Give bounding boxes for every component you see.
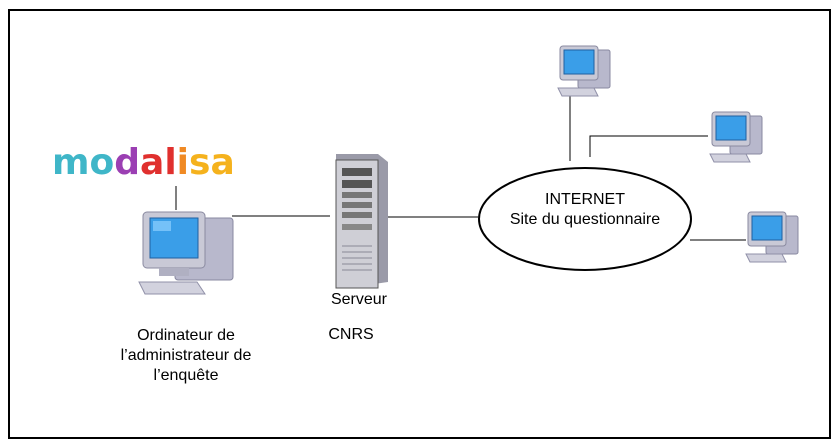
diagram-border	[8, 9, 831, 439]
logo-letter: l	[164, 142, 177, 183]
internet-ellipse	[478, 167, 692, 271]
server-cnrs-label: CNRS	[328, 326, 374, 343]
client-computer-icon-1	[557, 45, 611, 97]
logo-letter: o	[89, 142, 115, 183]
logo-letter: a	[140, 142, 165, 183]
admin-label-line1: Ordinateur de	[137, 327, 235, 344]
modalisa-logo: modalisa	[52, 143, 235, 183]
admin-label-line3: l’enquête	[153, 367, 219, 384]
logo-letter: i	[176, 142, 190, 183]
internet-label: INTERNET	[545, 191, 625, 208]
logo-letter: m	[52, 142, 90, 183]
connectors	[175, 96, 746, 241]
logo-letter: s	[189, 142, 211, 183]
logo-letter: d	[114, 142, 141, 183]
server-icon	[335, 154, 388, 289]
server-label: Serveur	[330, 291, 388, 308]
admin-label-line2: l’administrateur de	[120, 347, 252, 364]
internet-site-label: Site du questionnaire	[509, 211, 661, 228]
client-computer-icon-2	[709, 111, 763, 163]
connector-internet-client2	[589, 135, 708, 157]
logo-letter: a	[210, 142, 235, 183]
admin-computer-icon	[138, 211, 234, 295]
client-computer-icon-3	[745, 211, 799, 263]
